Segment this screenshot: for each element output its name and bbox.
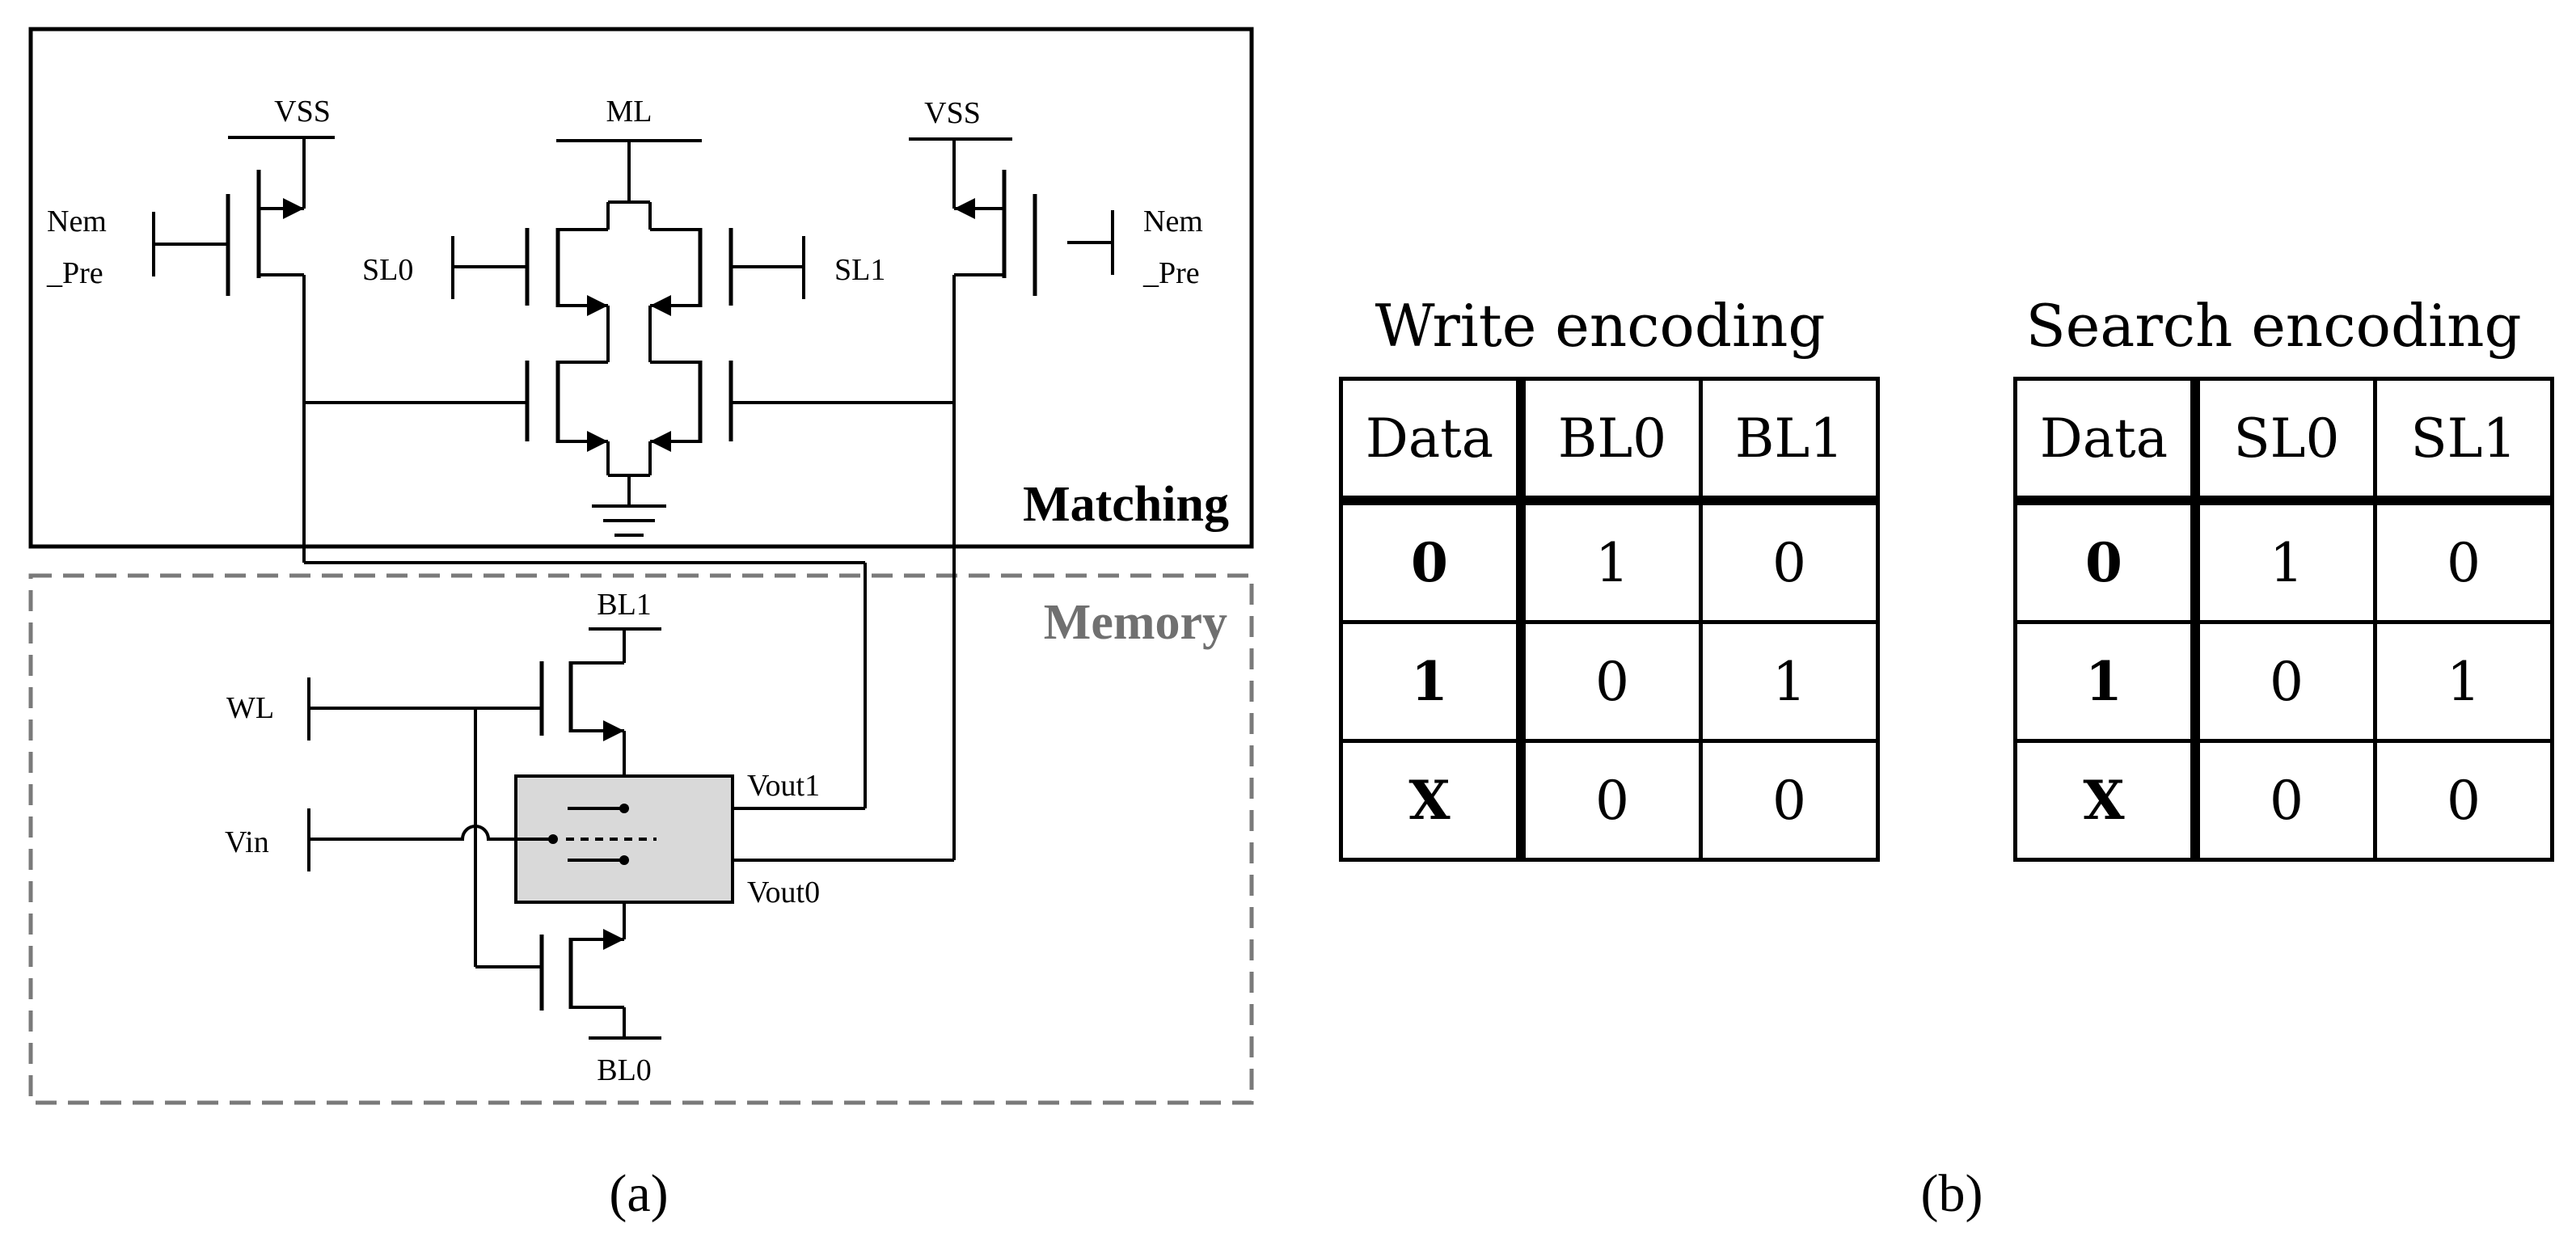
- table-cell: 1: [1518, 498, 1703, 624]
- table-row: X 0 0: [1339, 739, 1880, 862]
- caption-b: (b): [1921, 1164, 1983, 1223]
- vout0-label: Vout0: [747, 876, 820, 909]
- header-cell: BL1: [1699, 377, 1880, 505]
- bl1-label: BL1: [597, 588, 652, 622]
- precharge-transistor-left: [152, 136, 335, 563]
- table-row: X 0 0: [2013, 739, 2554, 862]
- table-cell: 1: [1699, 620, 1880, 743]
- sl0-label: SL0: [362, 253, 413, 287]
- vout1-label: Vout1: [747, 769, 820, 803]
- nem-pre-left-label-1: Nem: [47, 205, 107, 238]
- bl0-label: BL0: [597, 1053, 652, 1087]
- data-cell: 0: [2013, 498, 2200, 624]
- vin-label: Vin: [225, 825, 269, 859]
- vss-left-label: VSS: [274, 95, 331, 129]
- write-encoding-table: Data BL0 BL1 0 1 0 1 0 1 X 0 0: [1339, 377, 1880, 862]
- table-row: 1 0 1: [2013, 620, 2554, 743]
- header-cell: Data: [2013, 377, 2200, 505]
- data-cell: X: [2013, 739, 2200, 862]
- data-cell: X: [1339, 739, 1526, 862]
- table-row: 0 1 0: [2013, 498, 2554, 624]
- table-cell: 0: [1699, 498, 1880, 624]
- precharge-transistor-right: [909, 137, 1114, 860]
- table-header-row: Data BL0 BL1: [1339, 377, 1880, 505]
- table-cell: 0: [2193, 620, 2377, 743]
- header-cell: BL0: [1518, 377, 1703, 505]
- table-header-row: Data SL0 SL1: [2013, 377, 2554, 505]
- search-table-title: Search encoding: [2025, 292, 2521, 360]
- table-cell: 0: [1518, 739, 1703, 862]
- memory-label: Memory: [1044, 595, 1227, 650]
- table-cell: 1: [2373, 620, 2554, 743]
- table-cell: 0: [1699, 739, 1880, 862]
- vss-right-label: VSS: [924, 96, 981, 130]
- write-table-title: Write encoding: [1375, 292, 1826, 360]
- sl1-label: SL1: [834, 253, 885, 287]
- table-cell: 0: [1518, 620, 1703, 743]
- access-transistor-bottom: BL0: [539, 902, 661, 1087]
- nem-pre-left-label-2: _Pre: [46, 256, 103, 290]
- table-row: 0 1 0: [1339, 498, 1880, 624]
- table-cell: 0: [2373, 739, 2554, 862]
- wl-label: WL: [226, 691, 274, 725]
- data-cell: 0: [1339, 498, 1526, 624]
- table-cell: 0: [2373, 498, 2554, 624]
- header-cell: Data: [1339, 377, 1526, 505]
- matching-label: Matching: [1023, 477, 1229, 532]
- nem-pre-right-label-2: _Pre: [1142, 256, 1200, 290]
- table-cell: 0: [2193, 739, 2377, 862]
- data-cell: 1: [2013, 620, 2200, 743]
- access-transistor-top: BL1: [539, 588, 661, 776]
- ml-label: ML: [606, 95, 652, 129]
- data-cell: 1: [1339, 620, 1526, 743]
- search-transistor-pair: [304, 139, 954, 537]
- header-cell: SL1: [2373, 377, 2554, 505]
- header-cell: SL0: [2193, 377, 2377, 505]
- nem-pre-right-label-1: Nem: [1143, 205, 1203, 238]
- table-cell: 1: [2193, 498, 2377, 624]
- matching-block: [28, 27, 1254, 549]
- search-encoding-table: Data SL0 SL1 0 1 0 1 0 1 X 0 0: [2013, 377, 2554, 862]
- caption-a: (a): [609, 1164, 668, 1223]
- table-row: 1 0 1: [1339, 620, 1880, 743]
